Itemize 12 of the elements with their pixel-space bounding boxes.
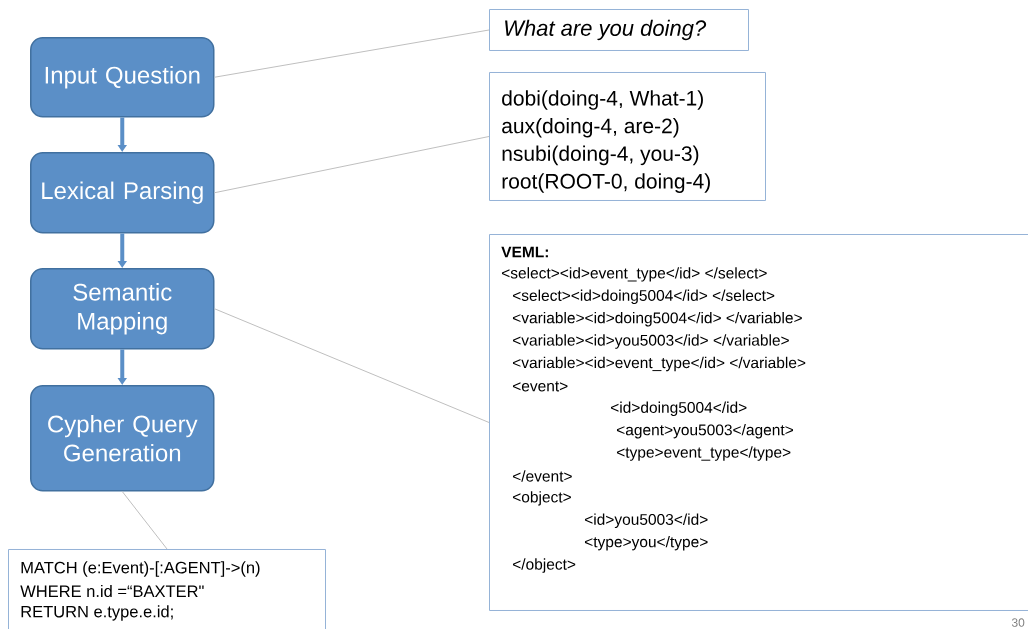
text-box: MATCH (e:Event)-[:AGENT]->(n) WHERE n.id =“BAXTER" RETURN e.type.e.id; xyxy=(8,549,326,629)
connector-line xyxy=(214,136,490,194)
process-box: Lexical Parsing xyxy=(30,152,215,234)
connector-line xyxy=(121,491,168,550)
process-box: Semantic Mapping xyxy=(30,268,215,350)
process-box: Input Question xyxy=(30,37,215,118)
connector-line xyxy=(214,29,490,78)
text-box: dobi(doing-4, What-1) aux(doing-4, are-2) nsubi(doing-4, you-3) root(ROOT-0, doing-4) xyxy=(489,72,766,201)
text-box: What are you doing? xyxy=(489,9,749,51)
text-box: VEML: <select><id>event_type</id> </select> <select><id>doing5004</id> </select> <variable><id>doing5004</id> </variable> <variable><id>you5003</id> </variable> <variable><id>event_type</id> </variable> <event> <id>doing5004</id> <agent>you5003</agent> <type>event_type</type> </event> <object> <id>you5003</id> <type>you</type> </object> xyxy=(489,234,1028,611)
process-box: Cypher Query Generation xyxy=(30,385,215,492)
connector-line xyxy=(214,308,490,423)
